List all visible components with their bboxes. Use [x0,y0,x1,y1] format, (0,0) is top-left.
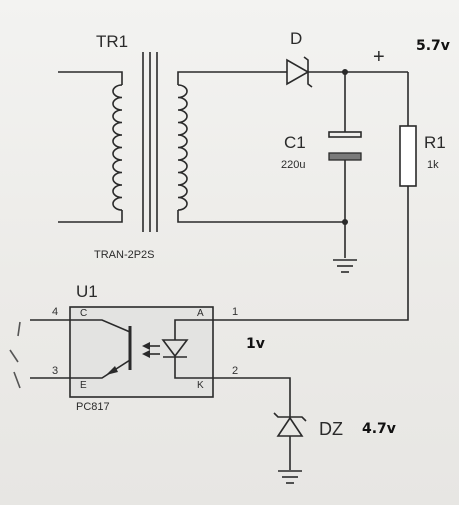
led-triangle [161,339,189,358]
pin-number-2: 2 [232,365,238,377]
resistor-ref: R1 [424,133,446,152]
ground-symbol [278,470,302,484]
pin-letter-collector: C [80,308,87,319]
cathode-to-zener-wire [213,377,291,410]
primary-winding [112,84,123,211]
voltage-annotation-top: 5.7v [416,38,450,54]
pin-letter-emitter: E [80,380,87,391]
phototransistor [70,319,132,379]
ground-symbol [333,259,357,273]
optocoupler-ref: U1 [76,282,98,301]
zener-triangle [276,416,304,437]
zener-diode: DZ 4.7v [273,410,396,470]
secondary-winding [177,84,188,211]
resistor-to-anode-wire [205,186,409,321]
pin-letter-cathode: K [197,380,204,391]
pin-number-1: 1 [232,306,238,318]
rectifier-diode: D [280,29,408,88]
resistor: R1 1k [205,72,446,321]
voltage-annotation-zener: 4.7v [362,421,396,437]
internal-led [142,319,213,379]
capacitor-value: 220u [281,159,305,171]
capacitor-ref: C1 [284,133,306,152]
pin-number-3: 3 [52,365,58,377]
emitter-lead [70,359,131,379]
light-arrow [142,350,150,358]
resistor-body [399,125,417,187]
diode-triangle [286,58,310,86]
diode-ref: D [290,29,302,48]
junction-dot [342,219,348,225]
pin-number-4: 4 [52,306,58,318]
optocoupler-model: PC817 [76,401,110,413]
primary-lead-top [58,71,123,85]
optocoupler: U1 PC817 C E A K 4 3 1 2 [52,282,238,413]
transformer-model: TRAN-2P2S [94,249,155,261]
optocoupler-body [69,306,214,398]
secondary-lead-bottom [177,210,345,223]
collector-lead [70,319,131,333]
capacitor: C1 220u [281,72,362,258]
capacitor-plate-top [328,131,362,138]
transformer: TR1 TRAN-2P2S [58,32,345,261]
secondary-lead-top [177,71,280,85]
voltage-annotation-anode: 1v [246,336,265,352]
emitter-arrow [106,366,118,375]
light-arrow [142,342,150,350]
primary-lead-bottom [58,210,123,223]
pin-letter-anode: A [197,308,204,319]
zener-ref: DZ [319,419,343,439]
hand-drawn-switch-mark [9,321,21,389]
polarity-plus: + [373,46,385,68]
transformer-ref: TR1 [96,32,128,51]
resistor-value: 1k [427,159,439,171]
capacitor-plate-bottom [328,152,362,161]
